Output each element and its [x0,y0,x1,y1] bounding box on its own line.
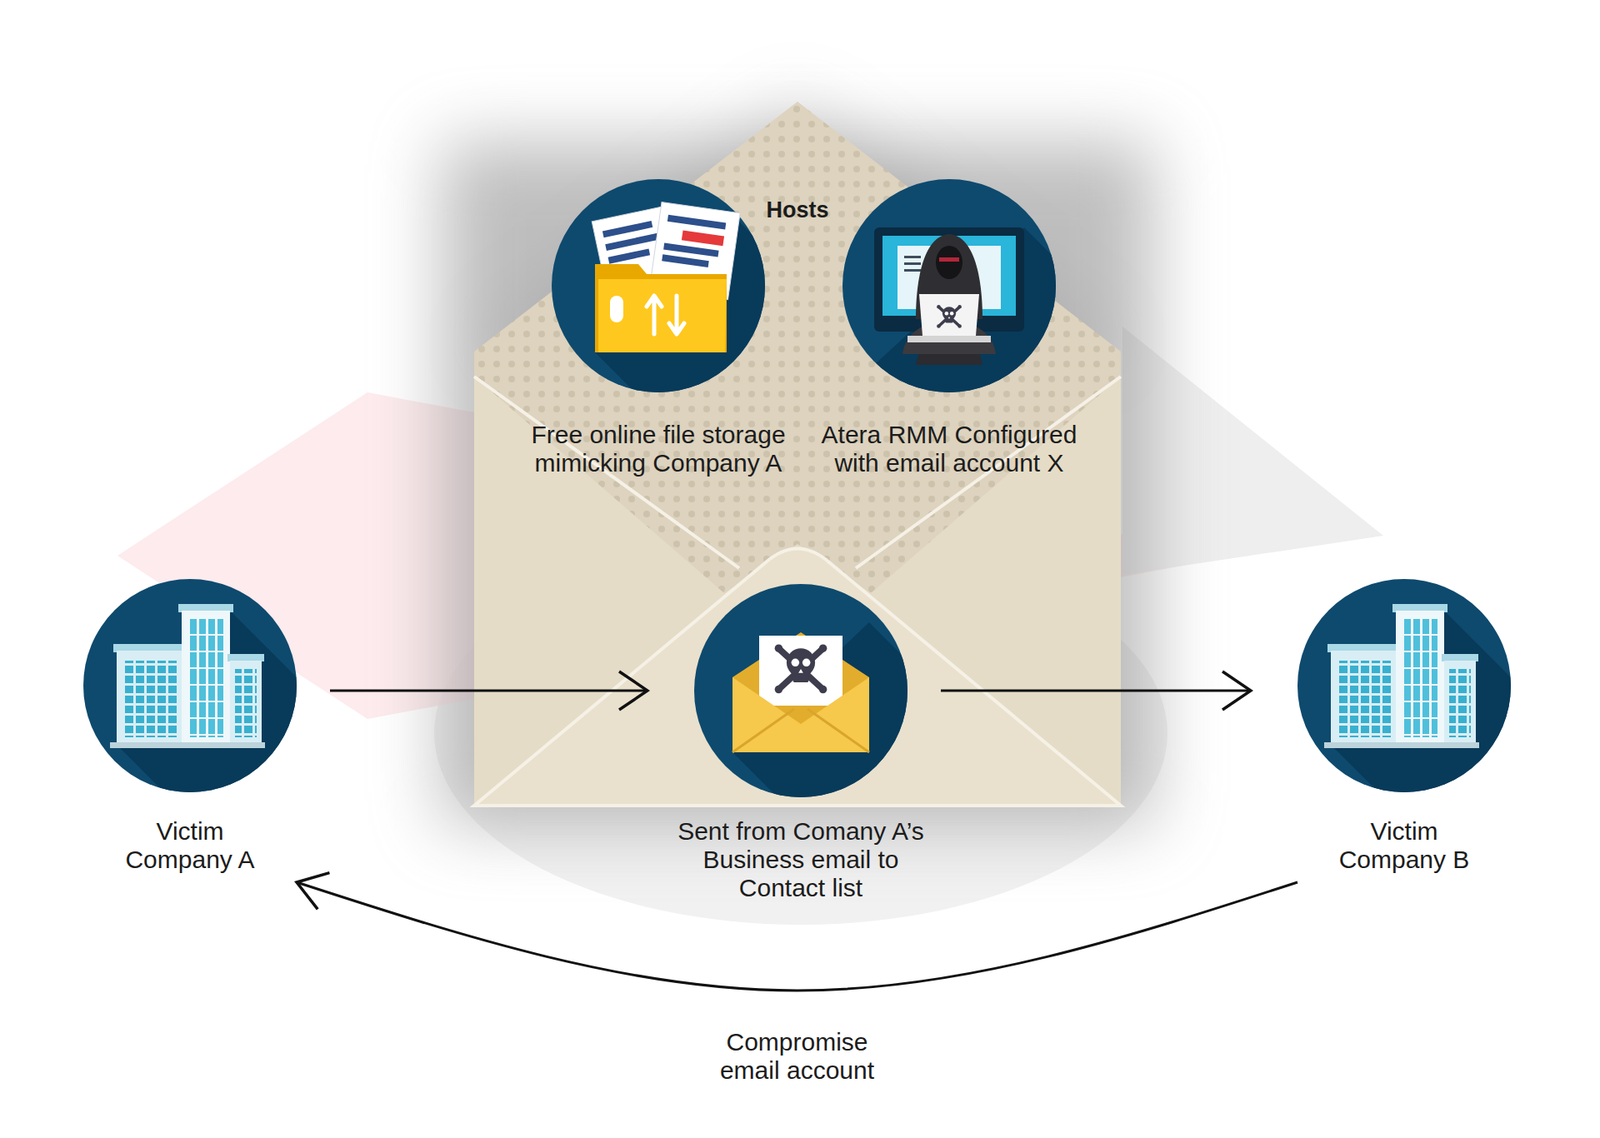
envelope-back [732,632,870,753]
node-label: Atera RMM Configured with email account … [807,420,1091,478]
flow-arrow [296,882,1298,991]
envelope-flap [474,549,1121,807]
circle-shape [694,584,908,798]
paper-sheet [649,202,740,300]
rmm-node: Atera RMM Configured with email account … [842,179,1056,478]
screen-line [904,255,921,259]
company-node: Victim Company A [83,579,297,875]
face [935,245,963,280]
eyes [939,257,960,262]
node-circle [842,179,1056,393]
monitor-screen [882,235,1016,316]
circle-shape [83,579,297,793]
building-icon [1324,604,1600,995]
node-circle [551,179,765,393]
phishing-email-node: Sent from Comany A’s Business email to C… [694,584,908,903]
node-label: Victim Company A [115,817,265,875]
node-label: Sent from Comany A’s Business email to C… [667,817,935,903]
circle-shape [551,179,765,393]
envelope-front [474,376,1121,806]
upload-arrow [646,295,662,335]
background-arrow [1122,326,1384,575]
envelope-node: HostsFree online file storage mimicking … [474,101,1121,806]
screen-window [897,245,1001,310]
shoulders [902,320,996,355]
monitor-frame [874,227,1025,332]
folder-pill [610,295,624,323]
screen-line [904,262,921,265]
envelope-back [474,101,1121,806]
long-shadow [116,610,480,995]
long-shadow [1330,610,1600,995]
long-shadow [595,209,977,603]
file-storage-node: Free online file storage mimicking Compa… [551,179,765,478]
company-node: Victim Company B [1297,579,1511,875]
envelope-fold [474,376,1121,569]
hacker-icon [874,227,1275,615]
envelope-front [732,677,870,753]
skull-symbol [936,305,962,329]
skull-symbol [775,644,828,694]
building-icon [110,604,480,995]
node-label: Victim Company B [1329,817,1480,875]
node-label: Free online file storage mimicking Compa… [516,420,800,478]
flow-arrow [940,690,1251,693]
node-circle [694,584,908,798]
hood [915,234,983,320]
building-symbol [110,604,265,749]
long-shadow [732,622,1120,1006]
mail-icon [732,622,1120,1006]
letter-sheet [759,635,843,706]
folder-icon [591,202,977,603]
laptop-lid [919,294,980,336]
circle-shape [842,179,1056,393]
flow-arrow [330,690,648,693]
building-symbol [1324,604,1480,749]
screen-line [904,269,921,272]
node-circle [83,579,297,793]
laptop-base [907,335,991,343]
envelope-fold [732,709,870,753]
edge-label: Compromise email account [710,1028,885,1085]
paper-sheet [591,205,685,304]
folder-back [595,264,727,353]
node-circle [1297,579,1511,793]
download-arrow [669,295,685,335]
circle-shape [1297,579,1511,793]
long-shadow [874,227,1275,615]
folder-front [598,279,727,353]
monitor-stand [915,331,983,365]
